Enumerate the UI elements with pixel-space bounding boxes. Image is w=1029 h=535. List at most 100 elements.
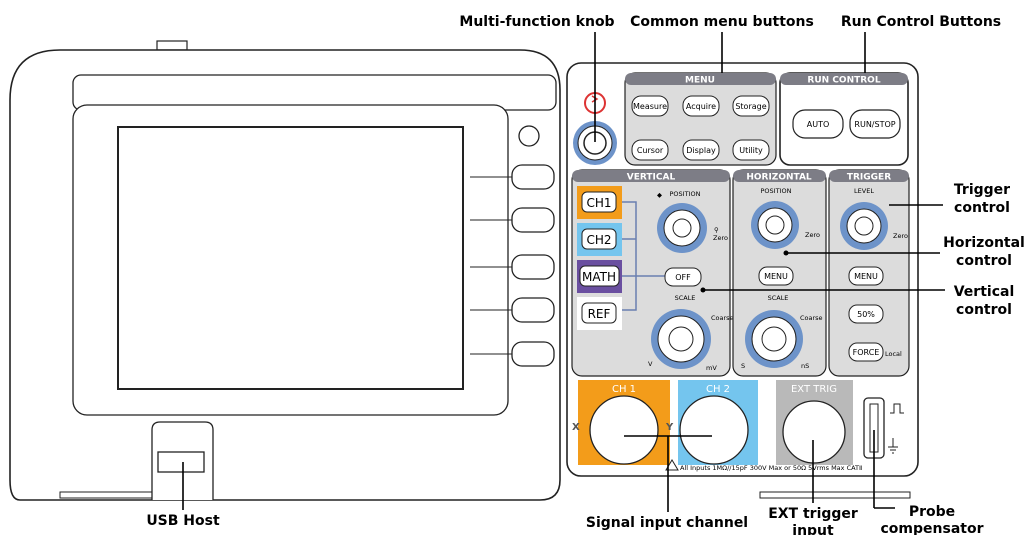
callout-multi-function-knob: Multi-function knob [459,14,614,30]
warning-triangle-icon [665,459,679,471]
utility-button[interactable] [732,139,770,161]
vertical-zero-label: Zero [713,234,728,242]
callout-vertical-control-line1: Vertical [954,284,1015,300]
trigger-local-label: Local [885,350,902,358]
storage-button-label: Storage [735,102,766,111]
vertical-scale-knob[interactable] [651,309,711,369]
math-button[interactable] [579,265,620,287]
menu-off-button[interactable] [518,125,540,147]
callout-probe-compensator-line2: compensator [881,521,984,535]
run-stop-button[interactable] [849,109,901,139]
ch1-input-connector[interactable] [589,395,659,465]
utility-button-label: Utility [739,146,763,155]
vertical-off-button-label: OFF [675,273,691,282]
horizontal-s-label: S [741,362,745,370]
callout-horizontal-control-line2: control [956,253,1012,269]
ext-trig-input-label: EXT TRIG [791,384,837,395]
trigger-50-button[interactable] [848,304,884,324]
softkey-2[interactable] [511,207,555,233]
horizontal-coarse-label: Coarse [800,314,823,322]
auto-button-label: AUTO [807,120,830,129]
softkey-3[interactable] [511,254,555,280]
horizontal-position-label: POSITION [761,187,792,195]
multi-function-knob[interactable] [573,121,617,165]
ch2-input-label: CH 2 [706,384,730,395]
storage-button[interactable] [732,95,770,117]
top-tab [156,40,188,51]
run-stop-button-label: RUN/STOP [854,120,895,129]
svg-text:◆: ◆ [657,191,662,199]
auto-button[interactable] [792,109,844,139]
vertical-mv-label: mV [706,364,717,372]
callout-probe-compensator-line1: Probe [909,504,955,520]
acquire-button-label: Acquire [686,102,716,111]
trigger-force-button[interactable] [848,342,884,362]
usb-host-port[interactable] [157,451,205,473]
run-control-title: RUN CONTROL [807,76,880,86]
measure-button[interactable] [631,95,669,117]
softkey-5[interactable] [511,341,555,367]
ref-button[interactable] [581,302,617,324]
ch1-button-label: CH1 [586,196,611,210]
callout-run-control-buttons: Run Control Buttons [841,14,1001,30]
callout-vertical-control-line2: control [956,302,1012,318]
channel-bracket [622,201,665,311]
softkey-1[interactable] [511,164,555,190]
trigger-50-button-label: 50% [857,310,875,319]
callout-signal-input-channel: Signal input channel [586,515,748,531]
horizontal-scale-knob[interactable] [745,310,803,368]
trigger-zero-label: Zero [893,232,908,240]
menu-section-title: MENU [685,76,715,86]
display-screen [117,126,464,390]
trigger-menu-button-label: MENU [854,272,878,281]
horizontal-menu-button[interactable] [758,266,794,286]
callout-ext-trigger-input-line2: input [792,523,834,535]
math-button-label: MATH [582,270,616,284]
vertical-position-knob[interactable] [657,203,707,253]
square-wave-icon [890,403,904,414]
x-axis-label: X [572,422,580,433]
horizontal-position-knob[interactable] [751,201,799,249]
trigger-menu-button[interactable] [848,266,884,286]
ref-button-label: REF [588,307,611,321]
vertical-off-button[interactable] [664,267,702,287]
ch2-input-connector[interactable] [679,395,749,465]
trigger-section-title: TRIGGER [847,173,891,183]
softkey-4[interactable] [511,297,555,323]
horizontal-zero-label: Zero [805,231,820,239]
ch2-button-label: CH2 [586,233,611,247]
cursor-button-label: Cursor [637,146,664,155]
vertical-section-title: VERTICAL [627,173,676,183]
ch1-input-label: CH 1 [612,384,636,395]
horizontal-section-title: HORIZONTAL [746,173,812,183]
bottom-strip-right [759,491,911,499]
horizontal-scale-label: SCALE [768,294,789,302]
callout-horizontal-control-line1: Horizontal [943,235,1025,251]
callout-common-menu-buttons: Common menu buttons [630,14,814,30]
vertical-scale-label: SCALE [675,294,696,302]
trigger-level-knob[interactable] [840,202,888,250]
display-button-label: Display [686,146,716,155]
callout-trigger-control-line2: control [954,200,1010,216]
svg-text:⚲: ⚲ [714,226,719,234]
horizontal-ns-label: nS [801,362,809,370]
vertical-v-label: V [648,360,653,368]
ch1-button[interactable] [581,191,617,213]
callout-usb-host: USB Host [146,513,220,529]
callout-ext-trigger-input-line1: EXT trigger [768,506,858,522]
horizontal-menu-button-label: MENU [764,272,788,281]
ground-icon [888,438,898,454]
cursor-button[interactable] [631,139,669,161]
ext-trig-input-connector[interactable] [782,400,846,464]
trigger-force-button-label: FORCE [853,348,880,357]
callout-trigger-control-line1: Trigger [954,182,1010,198]
vertical-coarse-label: Coarse [711,314,734,322]
measure-button-label: Measure [633,102,667,111]
acquire-button[interactable] [682,95,720,117]
ch2-button[interactable] [581,228,617,250]
input-spec-text: All Inputs 1MΩ//15pF 300V Max or 50Ω 5Vr… [680,464,862,472]
display-button[interactable] [682,139,720,161]
y-axis-label: Y [665,422,674,433]
vertical-position-label: POSITION [670,190,701,198]
